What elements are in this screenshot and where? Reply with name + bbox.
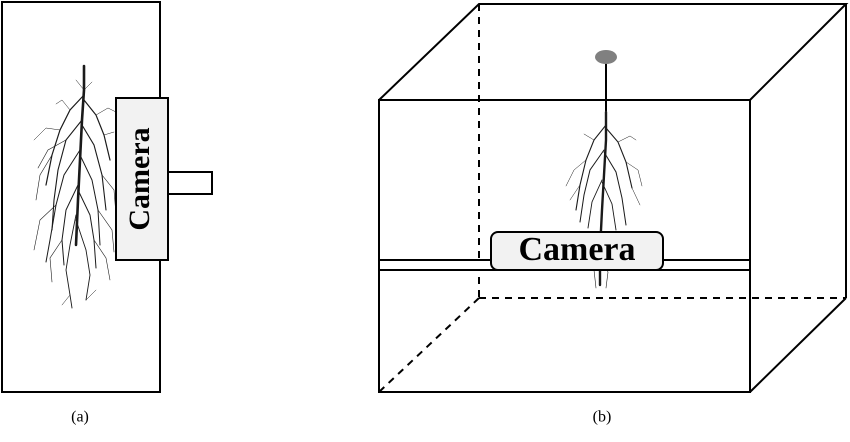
camera-box-a <box>115 97 169 261</box>
camera-label-a: Camera <box>123 127 156 230</box>
box-hidden-edges <box>378 4 846 393</box>
caption-b: (b) <box>593 409 612 426</box>
seed-holder-knob <box>595 50 617 64</box>
panel-a: Camera (a) <box>1 1 213 426</box>
camera-label-b: Camera <box>518 231 635 268</box>
root-system-a <box>33 64 117 309</box>
box-outline <box>378 3 849 393</box>
panel-b: Camera (b) <box>378 3 849 426</box>
caption-a: (a) <box>71 409 89 426</box>
camera-box-b <box>490 231 664 271</box>
camera-mount-arm <box>167 171 213 195</box>
